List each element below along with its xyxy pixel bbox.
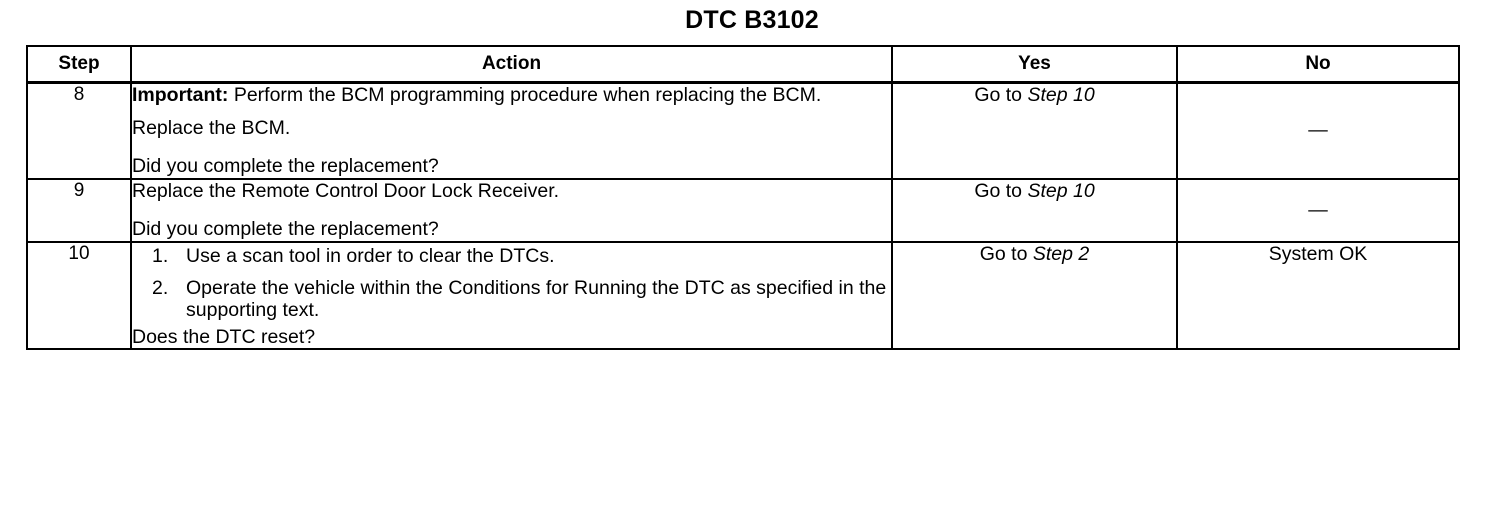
list-item-text: Use a scan tool in order to clear the DT… [186,245,555,268]
spacer [132,202,891,218]
column-header-no: No [1176,45,1460,84]
list-item-number: 1. [152,245,169,268]
goto-target: Step 10 [1027,179,1095,202]
action-question: Does the DTC reset? [132,325,316,348]
column-header-action: Action [130,45,893,84]
em-dash: — [1308,119,1328,142]
table-row: 8 Important: Perform the BCM programming… [26,81,1460,180]
action-ordered-list: 1. Use a scan tool in order to clear the … [132,245,891,322]
goto-prefix: Go to [979,243,1033,266]
list-item-number: 2. [152,276,169,299]
diagnostic-steps-table: Step Action Yes No 8 Important: Perform … [26,45,1460,351]
spacer [132,107,891,117]
spacer [132,139,891,155]
goto-prefix: Go to [974,179,1028,202]
no-result-cell: System OK [1176,241,1460,351]
yes-result-cell: Go to Step 2 [891,241,1178,351]
goto-target: Step 2 [1032,243,1090,266]
action-question: Did you complete the replacement? [132,218,439,241]
important-label: Important: [132,84,229,106]
no-result-cell: — [1176,81,1460,180]
action-cell: Replace the Remote Control Door Lock Rec… [130,177,893,244]
action-instruction: Replace the BCM. [132,116,291,139]
column-header-step: Step [26,45,132,84]
goto-target: Step 10 [1027,84,1095,106]
column-header-yes: Yes [891,45,1178,84]
yes-result-cell: Go to Step 10 [891,177,1178,244]
action-cell: Important: Perform the BCM programming p… [130,81,893,180]
no-result-cell: — [1176,177,1460,244]
table-row: 9 Replace the Remote Control Door Lock R… [26,177,1460,244]
important-note: Important: Perform the BCM programming p… [132,84,891,107]
list-item-text: Operate the vehicle within the Condition… [186,276,887,322]
important-text: Perform the BCM programming procedure wh… [228,84,822,106]
action-question: Did you complete the replacement? [132,155,439,178]
action-instruction: Replace the Remote Control Door Lock Rec… [132,179,560,202]
list-item: 1. Use a scan tool in order to clear the … [132,245,891,268]
page-title: DTC B3102 [685,6,819,34]
action-cell: 1. Use a scan tool in order to clear the … [130,241,893,351]
table-row: 10 1. Use a scan tool in order to clear t… [26,241,1460,351]
step-number-cell: 9 [26,177,132,244]
em-dash: — [1308,198,1328,221]
list-item: 2. Operate the vehicle within the Conditi… [132,277,891,322]
goto-prefix: Go to [974,84,1028,106]
step-number-cell: 10 [26,241,132,351]
table-header-row: Step Action Yes No [26,45,1460,84]
yes-result-cell: Go to Step 10 [891,81,1178,180]
step-number-cell: 8 [26,81,132,180]
